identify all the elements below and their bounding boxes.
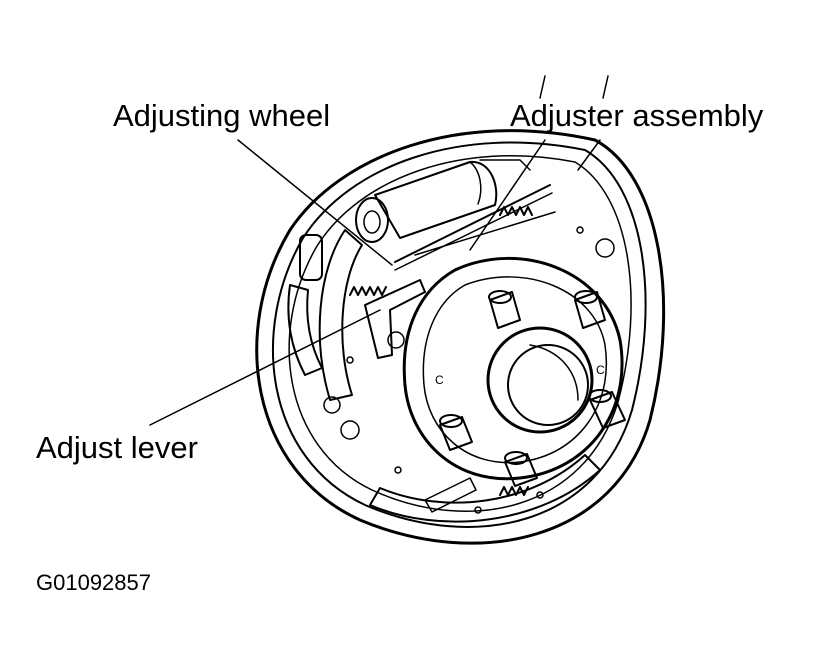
backing-plate bbox=[257, 131, 664, 544]
adjuster-assembly-label: Adjuster assembly bbox=[510, 98, 764, 133]
leader-lines bbox=[150, 76, 608, 425]
adjust-lever bbox=[365, 280, 425, 358]
adjusting-wheel-leader bbox=[238, 140, 392, 265]
figure-code: G01092857 bbox=[36, 570, 151, 595]
svg-text:C: C bbox=[596, 363, 605, 377]
adjuster-assembly bbox=[350, 185, 555, 495]
adjust-lever-label: Adjust lever bbox=[36, 430, 198, 465]
adjust-lever-leader bbox=[150, 310, 380, 425]
fasteners bbox=[324, 227, 614, 513]
brake-shoe-bottom bbox=[370, 455, 600, 522]
adjuster-assembly-leader-a bbox=[470, 140, 545, 250]
svg-text:C: C bbox=[435, 373, 444, 387]
adjuster-assembly-leader-b bbox=[578, 140, 600, 170]
brake-shoe-left bbox=[288, 230, 362, 400]
wheel-studs bbox=[440, 291, 625, 486]
adjusting-wheel-label: Adjusting wheel bbox=[113, 98, 331, 133]
